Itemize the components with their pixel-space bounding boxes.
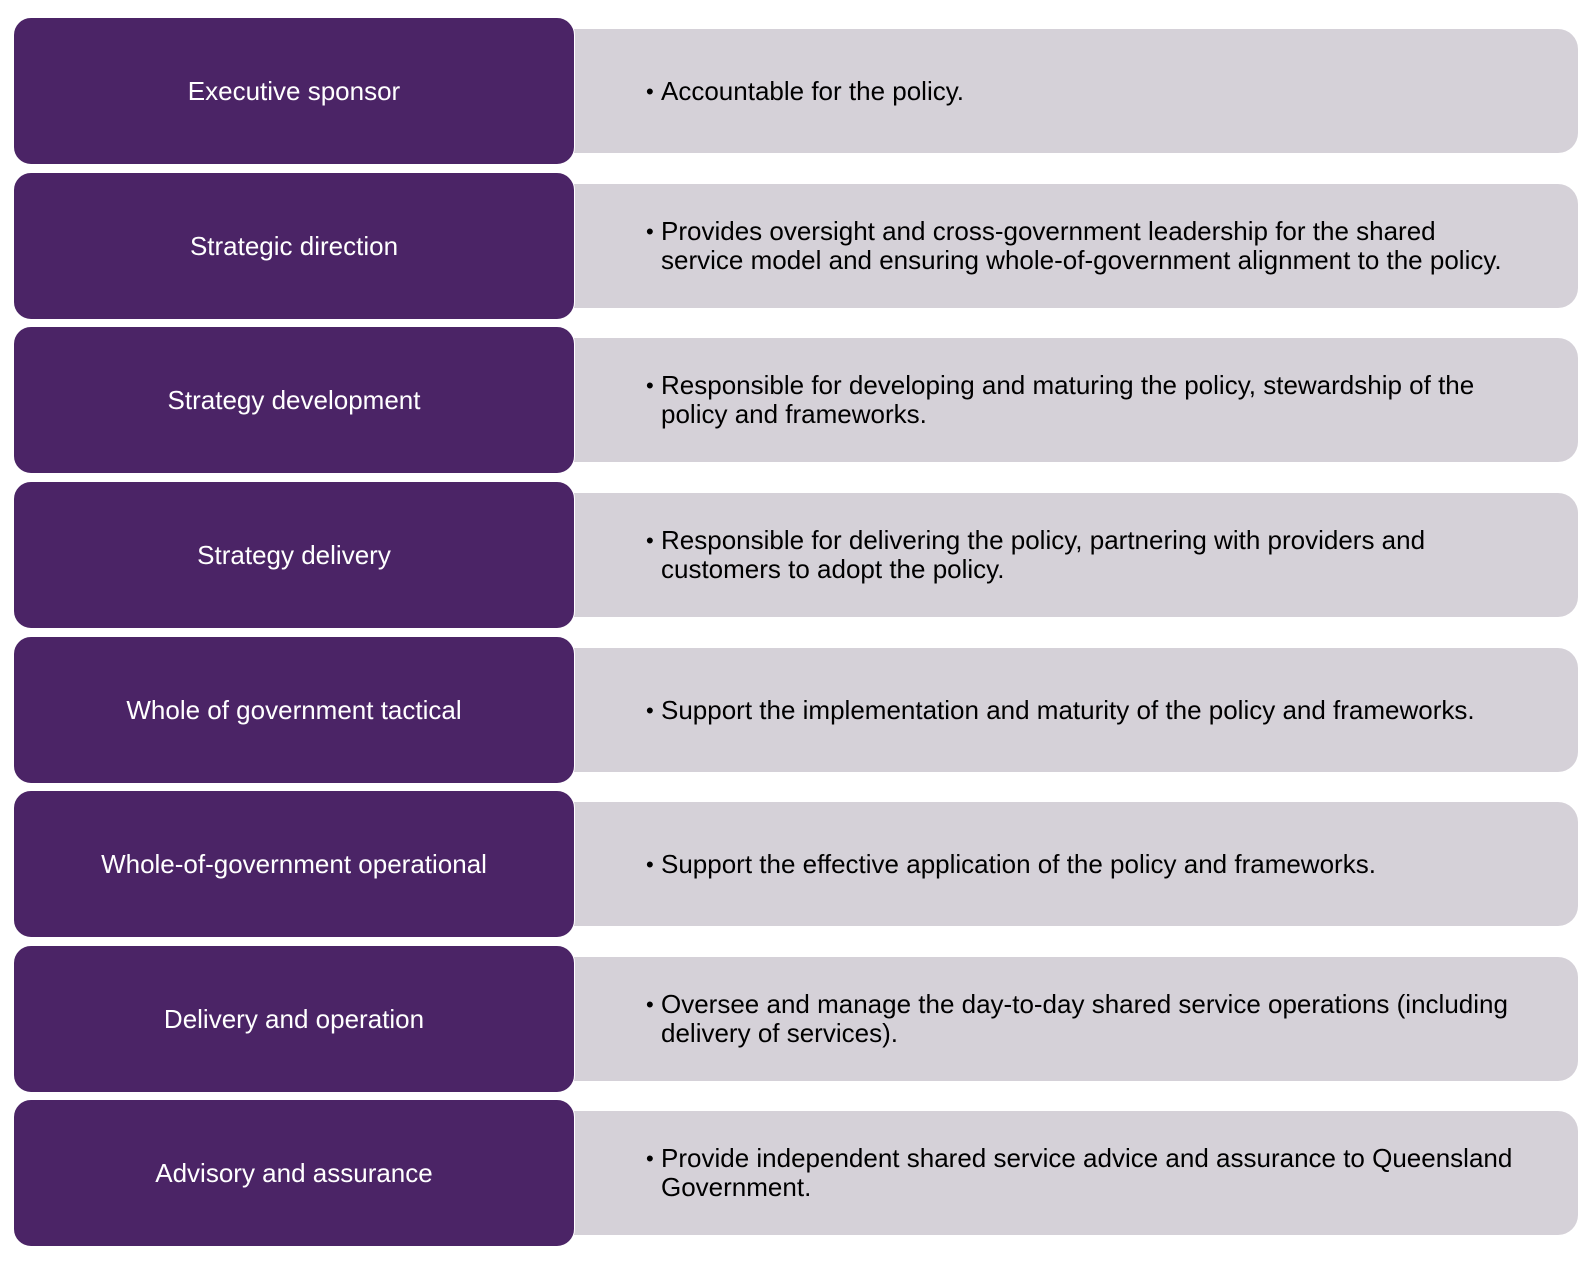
bullet-icon: • bbox=[646, 992, 654, 1017]
role-row-wog-operational: Whole-of-government operational • Suppor… bbox=[0, 790, 1596, 940]
description-list: • Provides oversight and cross-governmen… bbox=[568, 217, 1516, 275]
role-label: Whole-of-government operational bbox=[101, 848, 487, 879]
description-box: • Oversee and manage the day-to-day shar… bbox=[568, 957, 1578, 1081]
description-text: Provides oversight and cross-government … bbox=[661, 216, 1502, 275]
description-text: Provide independent shared service advic… bbox=[661, 1143, 1513, 1202]
bullet-icon: • bbox=[646, 78, 654, 104]
role-label: Strategy delivery bbox=[197, 539, 391, 570]
description-text: Oversee and manage the day-to-day shared… bbox=[661, 989, 1508, 1048]
role-box: Strategy development bbox=[13, 326, 575, 474]
description-item: • Provides oversight and cross-governmen… bbox=[646, 217, 1516, 275]
description-box: • Support the effective application of t… bbox=[568, 802, 1578, 926]
description-list: • Support the implementation and maturit… bbox=[568, 694, 1516, 725]
role-label: Executive sponsor bbox=[187, 75, 401, 106]
description-item: • Support the effective application of t… bbox=[646, 848, 1516, 879]
role-box: Strategic direction bbox=[13, 172, 575, 320]
description-item: • Support the implementation and maturit… bbox=[646, 694, 1516, 725]
description-list: • Support the effective application of t… bbox=[568, 848, 1516, 879]
role-label: Strategic direction bbox=[189, 230, 399, 261]
description-text: Accountable for the policy. bbox=[661, 75, 965, 106]
role-row-strategic-direction: Strategic direction • Provides oversight… bbox=[0, 172, 1596, 322]
role-box: Advisory and assurance bbox=[13, 1099, 575, 1247]
description-box: • Provides oversight and cross-governmen… bbox=[568, 184, 1578, 308]
bullet-icon: • bbox=[646, 528, 654, 553]
bullet-icon: • bbox=[646, 373, 654, 398]
role-label: Advisory and assurance bbox=[155, 1157, 433, 1188]
role-row-delivery-and-operation: Delivery and operation • Oversee and man… bbox=[0, 945, 1596, 1095]
description-text: Responsible for developing and maturing … bbox=[661, 370, 1475, 429]
description-text: Responsible for delivering the policy, p… bbox=[661, 525, 1426, 584]
description-box: • Responsible for delivering the policy,… bbox=[568, 493, 1578, 617]
description-list: • Responsible for developing and maturin… bbox=[568, 371, 1516, 429]
description-list: • Provide independent shared service adv… bbox=[568, 1144, 1516, 1202]
description-item: • Responsible for delivering the policy,… bbox=[646, 526, 1516, 584]
description-item: • Provide independent shared service adv… bbox=[646, 1144, 1516, 1202]
description-box: • Responsible for developing and maturin… bbox=[568, 338, 1578, 462]
role-row-executive-sponsor: Executive sponsor • Accountable for the … bbox=[0, 17, 1596, 167]
role-row-strategy-delivery: Strategy delivery • Responsible for deli… bbox=[0, 481, 1596, 631]
description-box: • Accountable for the policy. bbox=[568, 29, 1578, 153]
role-box: Delivery and operation bbox=[13, 945, 575, 1093]
role-label: Delivery and operation bbox=[163, 1003, 425, 1034]
description-box: • Provide independent shared service adv… bbox=[568, 1111, 1578, 1235]
bullet-icon: • bbox=[646, 851, 654, 877]
role-label: Strategy development bbox=[167, 384, 421, 415]
role-box: Executive sponsor bbox=[13, 17, 575, 165]
description-item: • Responsible for developing and maturin… bbox=[646, 371, 1516, 429]
role-box: Strategy delivery bbox=[13, 481, 575, 629]
role-box: Whole of government tactical bbox=[13, 636, 575, 784]
description-item: • Accountable for the policy. bbox=[646, 75, 1516, 106]
description-item: • Oversee and manage the day-to-day shar… bbox=[646, 990, 1516, 1048]
description-box: • Support the implementation and maturit… bbox=[568, 648, 1578, 772]
role-label: Whole of government tactical bbox=[126, 694, 462, 725]
role-row-advisory-and-assurance: Advisory and assurance • Provide indepen… bbox=[0, 1099, 1596, 1249]
description-list: • Oversee and manage the day-to-day shar… bbox=[568, 990, 1516, 1048]
description-list: • Responsible for delivering the policy,… bbox=[568, 526, 1516, 584]
role-row-wog-tactical: Whole of government tactical • Support t… bbox=[0, 636, 1596, 786]
bullet-icon: • bbox=[646, 697, 654, 723]
description-text: Support the implementation and maturity … bbox=[661, 694, 1475, 725]
bullet-icon: • bbox=[646, 1146, 654, 1171]
description-list: • Accountable for the policy. bbox=[568, 75, 1516, 106]
role-box: Whole-of-government operational bbox=[13, 790, 575, 938]
description-text: Support the effective application of the… bbox=[661, 848, 1376, 879]
bullet-icon: • bbox=[646, 219, 654, 244]
role-row-strategy-development: Strategy development • Responsible for d… bbox=[0, 326, 1596, 476]
